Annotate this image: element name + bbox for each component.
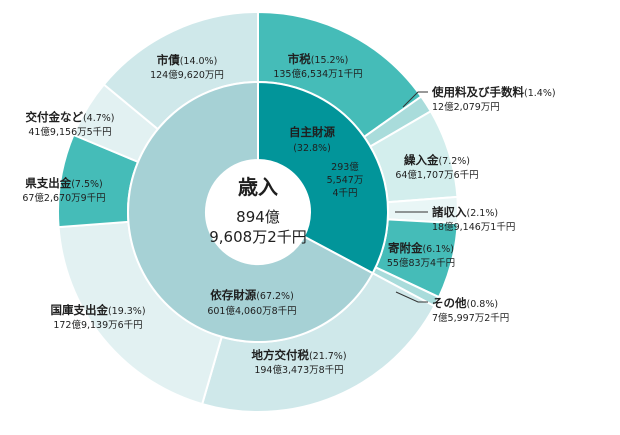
outer-label-6: 地方交付税(21.7%) xyxy=(251,348,346,362)
inner-label-name-0: 自主財源 xyxy=(289,125,335,139)
outer-label-pct-8: (7.5%) xyxy=(71,179,103,190)
inner-amount-0-2: 4千円 xyxy=(332,188,357,199)
outer-label-pct-9: (4.7%) xyxy=(83,113,115,124)
outer-label-pct-5: (0.8%) xyxy=(467,299,499,310)
outer-label-name-2: 繰入金 xyxy=(404,153,439,167)
center-title: 歳入 xyxy=(238,175,278,199)
outer-label-2: 繰入金(7.2%) xyxy=(404,153,470,167)
outer-label-pct-10: (14.0%) xyxy=(180,56,218,67)
inner-label-pct-1: (67.2%) xyxy=(256,291,294,302)
outer-label-8: 県支出金(7.5%) xyxy=(25,176,103,190)
outer-label-name-3: 諸収入 xyxy=(432,205,467,219)
inner-amount-1-0: 601億4,060万8千円 xyxy=(207,305,296,317)
outer-label-name-4: 寄附金 xyxy=(388,241,423,255)
inner-amount-0-1: 5,547万 xyxy=(327,175,364,186)
outer-label-pct-7: (19.3%) xyxy=(108,306,146,317)
outer-label-pct-6: (21.7%) xyxy=(309,351,347,362)
outer-label-pct-0: (15.2%) xyxy=(311,55,349,66)
outer-amount-4: 55億83万4千円 xyxy=(387,257,455,269)
outer-label-name-6: 地方交付税 xyxy=(251,348,309,362)
outer-amount-2: 64億1,707万6千円 xyxy=(395,169,478,181)
outer-amount-5: 7億5,997万2千円 xyxy=(432,312,509,324)
outer-label-name-1: 使用料及び手数料 xyxy=(431,85,524,99)
inner-label-1: 依存財源(67.2%) xyxy=(210,288,294,302)
outer-label-1: 使用料及び手数料(1.4%) xyxy=(431,85,556,99)
outer-ring xyxy=(57,10,459,414)
inner-label-name-1: 依存財源 xyxy=(210,288,256,302)
outer-label-name-9: 交付金など xyxy=(25,110,83,124)
outer-amount-6: 194億3,473万8千円 xyxy=(254,364,343,376)
center-hole xyxy=(206,160,310,264)
outer-label-name-7: 国庫支出金 xyxy=(50,303,108,317)
outer-label-name-10: 市債 xyxy=(157,53,180,67)
outer-label-5: その他(0.8%) xyxy=(432,296,498,310)
outer-label-4: 寄附金(6.1%) xyxy=(388,241,454,255)
outer-label-pct-4: (6.1%) xyxy=(422,244,454,255)
outer-amount-1: 12億2,079万円 xyxy=(432,101,500,113)
outer-amount-10: 124億9,620万円 xyxy=(150,69,224,81)
leader-line-2 xyxy=(395,291,428,303)
outer-label-9: 交付金など(4.7%) xyxy=(25,110,114,124)
outer-label-pct-2: (7.2%) xyxy=(438,156,470,167)
center-amount-line1: 894億 xyxy=(236,208,280,226)
leader-lines xyxy=(395,91,428,303)
outer-amount-9: 41億9,156万5千円 xyxy=(28,126,111,138)
outer-label-pct-1: (1.4%) xyxy=(524,88,556,99)
outer-label-3: 諸収入(2.1%) xyxy=(432,205,498,219)
outer-amount-3: 18億9,146万1千円 xyxy=(432,221,515,233)
inner-label-pct-0: (32.8%) xyxy=(293,143,331,154)
outer-amount-8: 67億2,670万9千円 xyxy=(22,192,105,204)
outer-amount-0: 135億6,534万1千円 xyxy=(273,68,362,80)
outer-label-name-5: その他 xyxy=(432,296,467,310)
outer-label-10: 市債(14.0%) xyxy=(157,53,218,67)
center-amount-line2: 9,608万2千円 xyxy=(209,228,307,246)
inner-amount-0-0: 293億 xyxy=(331,161,359,173)
outer-amount-7: 172億9,139万6千円 xyxy=(53,319,142,331)
leader-line-0 xyxy=(402,91,428,108)
outer-label-name-0: 市税 xyxy=(288,52,311,66)
outer-label-7: 国庫支出金(19.3%) xyxy=(50,303,145,317)
outer-label-name-8: 県支出金 xyxy=(25,176,71,190)
outer-label-0: 市税(15.2%) xyxy=(288,52,349,66)
outer-label-pct-3: (2.1%) xyxy=(467,208,499,219)
